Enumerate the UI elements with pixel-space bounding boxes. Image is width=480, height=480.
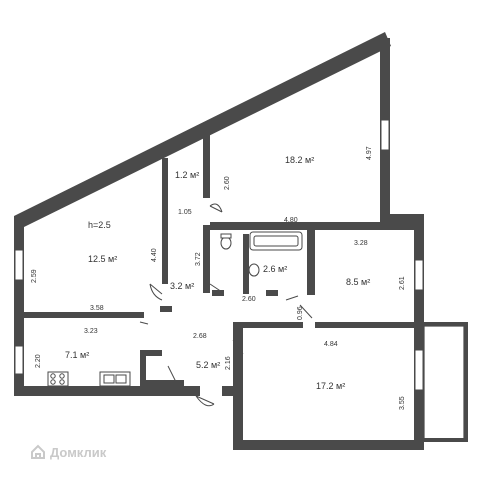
dim-2-59: 2.59: [31, 269, 38, 283]
balcony-outline: [420, 322, 468, 442]
watermark: Домклик: [30, 444, 106, 460]
dim-3-72: 3.72: [195, 252, 202, 266]
area-bathroom: 2.6 м²: [263, 264, 287, 274]
area-kitchen: 7.1 м²: [65, 350, 89, 360]
dim-0-96: 0.96: [297, 306, 304, 320]
windows: [14, 119, 424, 391]
dim-4-97: 4.97: [366, 146, 373, 160]
dim-4-40: 4.40: [151, 248, 158, 262]
dim-2-16: 2.16: [225, 356, 232, 370]
area-corridor: 3.2 м²: [170, 281, 194, 291]
dim-4-84: 4.84: [324, 341, 338, 348]
area-hall: 5.2 м²: [196, 360, 220, 370]
interior-walls: [24, 134, 420, 388]
dim-3-55: 3.55: [399, 396, 406, 410]
dim-4-80: 4.80: [284, 217, 298, 224]
house-logo-icon: [31, 444, 45, 459]
stove: [47, 371, 69, 387]
fixtures: [47, 231, 303, 387]
room-height-note: h=2.5: [88, 220, 111, 230]
area-small-room: 8.5 м²: [346, 277, 370, 287]
dim-2-68: 2.68: [193, 333, 207, 340]
dim-2-20: 2.20: [35, 354, 42, 368]
area-left-room: 12.5 м²: [88, 254, 117, 264]
dim-1-05: 1.05: [178, 209, 192, 216]
area-room-bottom: 17.2 м²: [316, 381, 345, 391]
dimension-labels: 4.97 2.60 1.05 4.80 3.28 2.59 4.40 3.72 …: [31, 146, 406, 410]
area-big-room: 18.2 м²: [285, 155, 314, 165]
dim-3-28: 3.28: [354, 240, 368, 247]
doors: [139, 203, 313, 407]
dim-2-60-vertical: 2.60: [224, 176, 231, 190]
dim-3-58: 3.58: [90, 305, 104, 312]
dim-2-60-horizontal: 2.60: [242, 296, 256, 303]
toilet: [220, 236, 232, 250]
watermark-text: Домклик: [50, 444, 107, 460]
dim-2-61: 2.61: [399, 276, 406, 290]
room-labels: 1.2 м² 18.2 м² h=2.5 12.5 м² 3.2 м² 2.6 …: [65, 155, 370, 391]
sink: [248, 263, 260, 277]
dim-3-23: 3.23: [84, 328, 98, 335]
area-balcony-top: 1.2 м²: [175, 170, 199, 180]
